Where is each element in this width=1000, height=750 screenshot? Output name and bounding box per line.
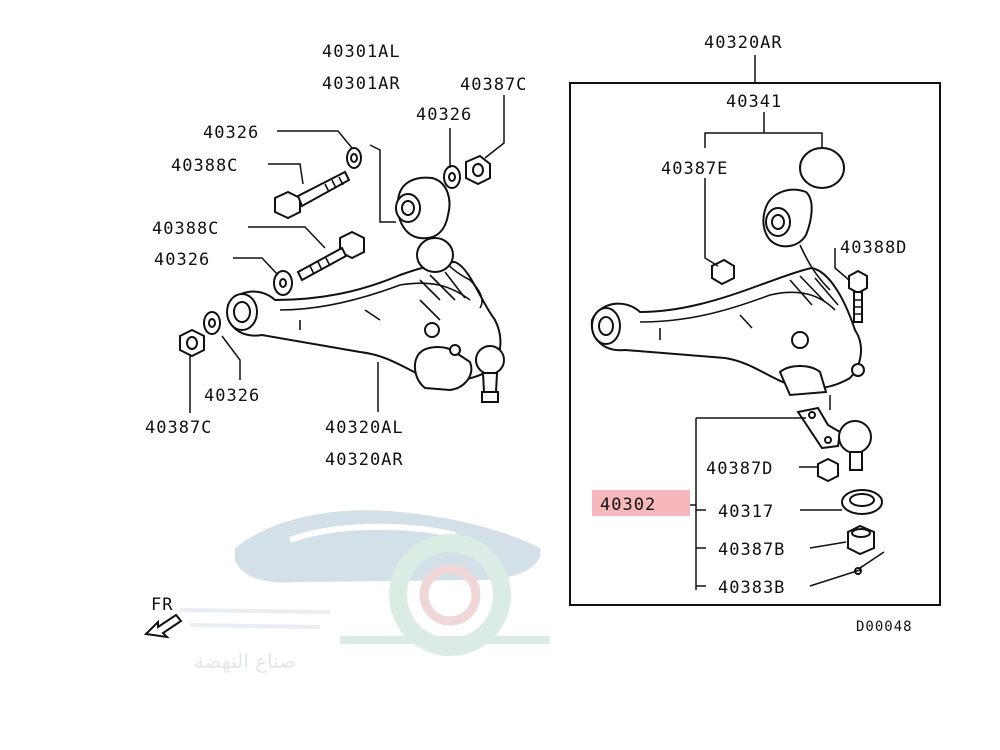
highlight-40302 [592,490,690,516]
left-hardware [179,147,491,358]
label-40320ar-left: 40320AR [325,450,404,470]
label-40388d: 40388D [840,238,907,258]
ball-joint-components [796,395,885,575]
watermark-text: صناع النهضة [194,649,296,673]
label-40383b: 40383B [718,578,785,598]
label-40320al: 40320AL [325,418,404,438]
label-40388c-a: 40388C [171,156,238,176]
label-40317: 40317 [718,502,774,522]
bolt-40388c-lower [296,230,365,282]
label-40341: 40341 [726,92,782,112]
label-fr: FR [151,595,173,615]
label-40326-c: 40326 [154,250,210,270]
left-leader-lines [189,95,505,413]
label-40326-b: 40326 [416,105,472,125]
front-direction-indicator: FR [143,595,183,639]
label-40387b: 40387B [718,540,785,560]
cotter-pin-40383b [857,551,885,573]
watermark-logo: صناع النهضة [179,510,550,673]
ball-joint-40302 [796,406,842,450]
nut-40387d [817,457,839,483]
label-40387d: 40387D [706,459,773,479]
left-labels: 40301AL 40301AR 40387C 40326 40326 40388… [145,42,527,470]
bolt-40388c-upper [274,170,351,220]
label-40387e: 40387E [661,159,728,179]
label-40387c-top: 40387C [460,75,527,95]
label-40388c-b: 40388C [152,219,219,239]
label-40302: 40302 [600,495,656,515]
label-40301ar: 40301AR [322,74,401,94]
label-40301al: 40301AL [322,42,401,62]
label-40326-a: 40326 [203,123,259,143]
diagram-id: D00048 [856,619,913,635]
label-40320ar-top: 40320AR [704,33,783,53]
right-labels: 40387E 40388D 40387D 40302 40317 40387B … [592,159,913,635]
right-lower-arm-assembly [590,147,868,397]
label-40387c-bottom: 40387C [145,418,212,438]
bolt-40388d [848,269,868,323]
left-lower-arm-assembly [226,176,505,403]
lower-arm-right [590,266,862,390]
bushing-rubber-40341 [799,147,845,189]
front-arrow-icon [143,613,183,639]
label-40326-d: 40326 [204,386,260,406]
